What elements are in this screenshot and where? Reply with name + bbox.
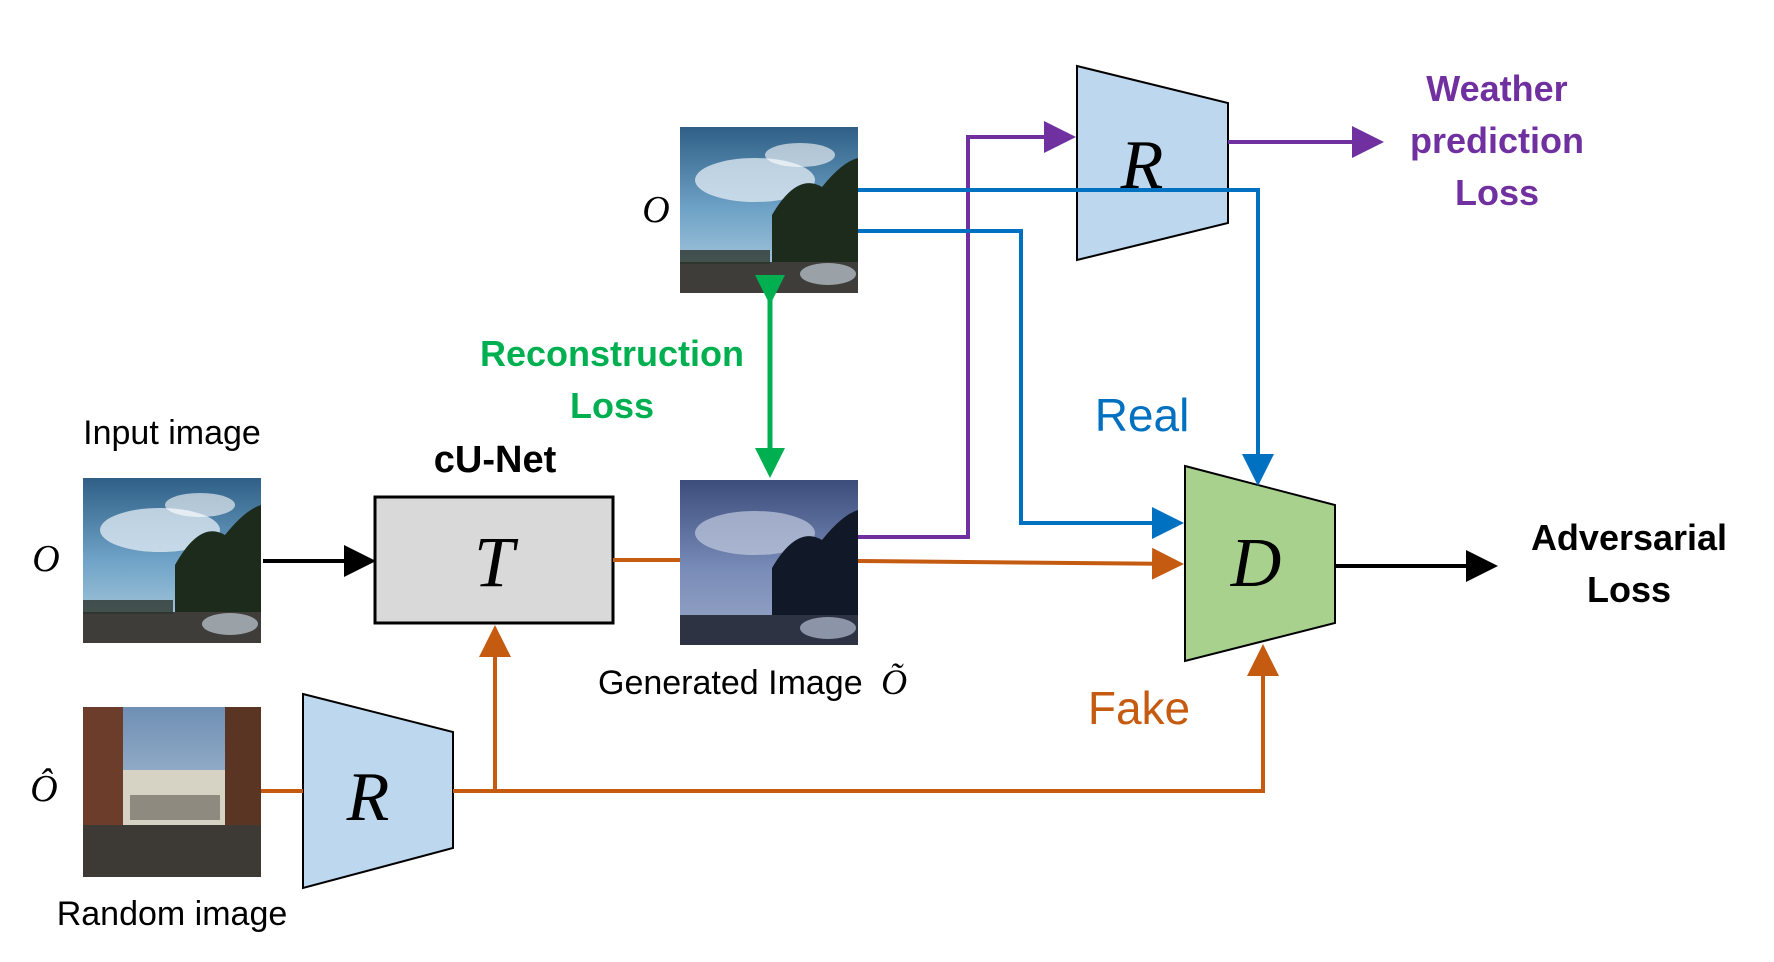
cunet-block xyxy=(373,495,615,625)
d-symbol: D xyxy=(1230,525,1282,602)
reconstruction-loss-label-line1: Reconstruction xyxy=(480,333,744,374)
o-to-d-real-line-1 xyxy=(858,188,1274,486)
fake-label: Fake xyxy=(1088,682,1190,734)
discriminator-block xyxy=(1184,464,1336,663)
random-image-thumbnail xyxy=(83,707,261,877)
r-top-symbol: R xyxy=(1120,127,1164,204)
o-top-symbol: O xyxy=(642,189,669,231)
r-to-d-fake-line xyxy=(453,644,1279,793)
input-image-thumbnail xyxy=(83,478,261,643)
r-encoder-top xyxy=(1076,64,1229,262)
input-image-label: Input image xyxy=(83,414,261,452)
o-to-d-real-line-2 xyxy=(858,229,1184,539)
adversarial-loss-label-line1: Adversarial xyxy=(1531,517,1727,558)
o-input-symbol: O xyxy=(32,538,59,580)
weather-loss-label-line1: Weather xyxy=(1426,68,1567,109)
generated-to-d-line xyxy=(857,547,1184,580)
generated-image-thumbnail xyxy=(680,480,858,645)
o-hat-symbol: Ô xyxy=(30,768,57,810)
reconstructed-image-thumbnail xyxy=(680,127,858,293)
weather-loss-label-line2: prediction xyxy=(1410,120,1584,161)
real-label: Real xyxy=(1095,389,1190,441)
weather-loss-label-line3: Loss xyxy=(1455,172,1539,213)
adversarial-loss-label-line2: Loss xyxy=(1587,569,1671,610)
generated-to-r-top-line xyxy=(858,121,1076,539)
reconstruction-loss-label-line2: Loss xyxy=(570,385,654,426)
cunet-label: cU-Net xyxy=(434,439,557,481)
t-symbol: T xyxy=(474,522,519,602)
generated-image-label: Generated Image Õ xyxy=(598,662,907,702)
r-encoder-bottom xyxy=(302,692,454,890)
random-image-label: Random image xyxy=(57,895,288,933)
r-bottom-symbol: R xyxy=(346,759,390,836)
